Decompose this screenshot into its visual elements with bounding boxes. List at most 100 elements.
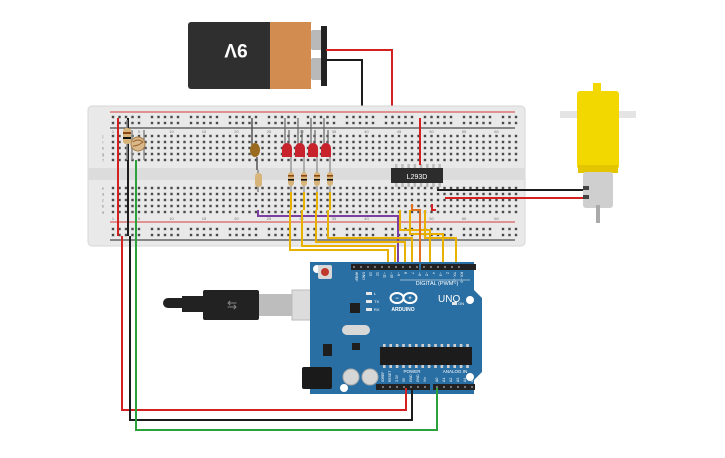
digital-pin-RX←0[interactable] xyxy=(458,266,460,268)
wire-yellow-3[interactable] xyxy=(315,210,406,268)
digital-pin-2[interactable] xyxy=(444,266,446,268)
breadboard-rail-hole xyxy=(365,233,368,237)
breadboard-hole xyxy=(215,204,219,208)
digital-pin-GND[interactable] xyxy=(360,266,362,268)
breadboard-hole xyxy=(495,204,498,208)
led-4[interactable] xyxy=(321,143,331,157)
breadboard-hole xyxy=(235,198,238,202)
breadboard-rail-hole xyxy=(280,115,284,119)
breadboard-hole xyxy=(163,186,167,190)
breadboard-rail-hole xyxy=(157,233,160,237)
digital-pin-AREF[interactable] xyxy=(353,266,355,268)
digital-pin-~5[interactable] xyxy=(423,266,425,268)
power-header xyxy=(376,384,430,390)
led-3[interactable] xyxy=(308,143,318,157)
breadboard-hole xyxy=(209,140,212,144)
digital-pin-12[interactable] xyxy=(374,266,376,268)
breadboard-hole xyxy=(332,198,336,202)
breadboard-hole xyxy=(144,210,147,214)
wire-battery-red[interactable] xyxy=(326,49,393,118)
analog-pin-A5[interactable] xyxy=(471,386,473,388)
breadboard-hole xyxy=(196,186,199,190)
usb-strain-relief xyxy=(182,296,204,312)
digital-pin-~9[interactable] xyxy=(395,266,397,268)
usb-cable[interactable]: ⇆ xyxy=(163,289,335,321)
wire-5v-red[interactable] xyxy=(121,236,407,411)
breadboard-hole xyxy=(215,152,219,156)
breadboard-hole xyxy=(150,158,154,162)
capacitor[interactable] xyxy=(250,118,260,170)
breadboard-hole xyxy=(144,158,147,162)
breadboard-rail-hole xyxy=(313,227,316,231)
breadboard-rail-hole xyxy=(241,233,245,237)
digital-pin-~3[interactable] xyxy=(437,266,439,268)
battery-9v[interactable]: 9V xyxy=(188,22,327,89)
digital-pin-~11[interactable] xyxy=(381,266,383,268)
chip-pin xyxy=(426,164,429,168)
breadboard-hole xyxy=(170,146,173,150)
digital-pin-7[interactable] xyxy=(409,266,411,268)
dc-gear-motor[interactable] xyxy=(560,83,636,223)
breadboard-hole xyxy=(443,192,446,196)
digital-pin-~10[interactable] xyxy=(388,266,390,268)
breadboard-hole xyxy=(300,158,303,162)
digital-pin-4[interactable] xyxy=(430,266,432,268)
mount-hole-3 xyxy=(466,373,474,381)
wire-yellow-5[interactable] xyxy=(399,210,431,268)
analog-pin-A1[interactable] xyxy=(443,386,445,388)
wire-gnd-black[interactable] xyxy=(129,236,413,421)
breadboard-hole xyxy=(508,158,511,162)
breadboard-hole xyxy=(410,192,414,196)
breadboard-rail-hole xyxy=(131,115,134,119)
wire-red-small[interactable] xyxy=(431,204,436,211)
wire-yellow-6[interactable] xyxy=(409,210,444,268)
breadboard-rail-hole xyxy=(514,227,518,231)
power-pin-RESET[interactable] xyxy=(389,386,391,388)
wire-orange[interactable] xyxy=(411,204,421,268)
digital-pin-8[interactable] xyxy=(402,266,404,268)
power-pin-5V[interactable] xyxy=(403,386,405,388)
wire-a0-green[interactable] xyxy=(135,165,438,431)
digital-pin-TX→1[interactable] xyxy=(451,266,453,268)
digital-pin-label: 8 xyxy=(404,272,408,274)
breadboard-hole xyxy=(235,146,238,150)
analog-pin-A2[interactable] xyxy=(450,386,452,388)
breadboard-hole xyxy=(462,140,466,144)
power-pin-3.3V[interactable] xyxy=(396,386,398,388)
breadboard-rail-hole xyxy=(482,233,485,237)
breadboard-rail-hole xyxy=(163,121,167,125)
led-2[interactable] xyxy=(295,143,305,157)
breadboard-hole xyxy=(222,140,225,144)
breadboard-hole xyxy=(332,140,336,144)
resistor-ldr[interactable] xyxy=(123,120,131,160)
breadboard-column-number: 15 xyxy=(202,129,207,134)
wire-yellow-4[interactable] xyxy=(327,210,413,268)
analog-pin-A4[interactable] xyxy=(464,386,466,388)
resistor-cap[interactable] xyxy=(255,170,262,192)
digital-pin-~6[interactable] xyxy=(416,266,418,268)
breadboard-hole xyxy=(254,158,258,162)
l293d-chip[interactable]: L293D xyxy=(391,164,443,187)
breadboard-hole xyxy=(384,186,388,190)
power-pin-GND[interactable] xyxy=(410,386,412,388)
analog-pin-A0[interactable] xyxy=(436,386,438,388)
led-1[interactable] xyxy=(282,143,292,157)
breadboard-hole xyxy=(456,186,459,190)
breadboard-rail-hole xyxy=(150,115,154,119)
photoresistor[interactable] xyxy=(130,130,146,160)
wire-yellow-1[interactable] xyxy=(289,210,389,268)
breadboard-hole xyxy=(319,198,323,202)
wire-yellow-2[interactable] xyxy=(301,210,396,268)
breadboard-hole xyxy=(345,152,349,156)
digital-pin-13[interactable] xyxy=(367,266,369,268)
arduino-logo-icon: − + xyxy=(389,292,418,304)
power-pin-IOREF[interactable] xyxy=(382,386,384,388)
analog-pin-A3[interactable] xyxy=(457,386,459,388)
power-pin-GND[interactable] xyxy=(417,386,419,388)
wire-battery-black[interactable] xyxy=(326,59,363,118)
breadboard-hole xyxy=(111,210,115,214)
power-pin-Vin[interactable] xyxy=(424,386,426,388)
wire-yellow-7[interactable] xyxy=(424,210,457,268)
breadboard-hole xyxy=(209,152,212,156)
